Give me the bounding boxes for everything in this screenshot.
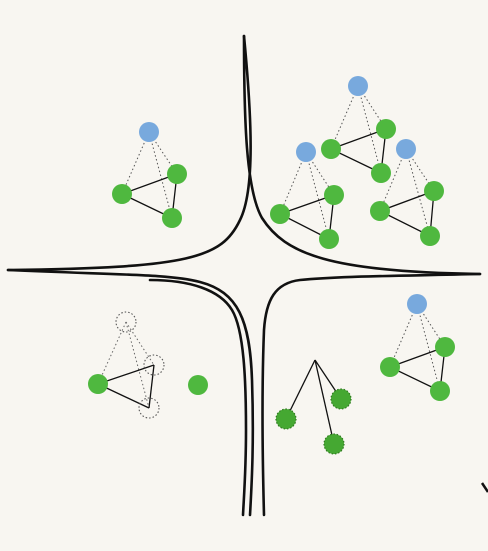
- curve-bottom-right: [261, 272, 482, 517]
- base-node: [424, 181, 444, 201]
- apex-node: [407, 294, 427, 314]
- apex-node: [139, 122, 159, 142]
- dark-node-ring: [330, 388, 352, 410]
- base-node: [112, 184, 132, 204]
- base-node: [324, 185, 344, 205]
- apex-node: [296, 142, 316, 162]
- cluster-top-right-right: [370, 139, 444, 246]
- base-node: [88, 374, 108, 394]
- curve-top-left: [6, 34, 252, 272]
- cluster-top-right-left: [270, 142, 344, 249]
- cluster-top-right-upper: [321, 76, 396, 183]
- ghost-node: [115, 311, 137, 333]
- base-node: [319, 229, 339, 249]
- base-node: [430, 381, 450, 401]
- apex-node: [396, 139, 416, 159]
- isolated-node: [188, 375, 208, 395]
- cluster-bottom-center-star: [275, 359, 352, 455]
- divider-curves: [6, 34, 482, 517]
- base-node: [370, 201, 390, 221]
- curve-bottom-left-inner: [148, 278, 248, 517]
- cluster-bottom-right: [380, 294, 455, 401]
- curve-top-right: [242, 34, 482, 276]
- dark-node: [324, 434, 344, 454]
- dark-node-ring: [275, 408, 297, 430]
- cluster-top-left: [112, 122, 187, 228]
- base-node: [270, 204, 290, 224]
- base-node: [321, 139, 341, 159]
- base-node: [435, 337, 455, 357]
- ghost-node: [138, 397, 160, 419]
- apex-node: [348, 76, 368, 96]
- base-node: [371, 163, 391, 183]
- base-node: [380, 357, 400, 377]
- dark-node: [331, 389, 351, 409]
- curve-bottom-left-outer: [6, 268, 255, 517]
- base-node: [162, 208, 182, 228]
- base-node: [167, 164, 187, 184]
- ghost-node: [143, 354, 165, 376]
- dark-node-ring: [323, 433, 345, 455]
- cluster-bottom-left-ghost: [88, 311, 165, 419]
- base-node: [420, 226, 440, 246]
- dark-node: [276, 409, 296, 429]
- partial-edge-mark: [480, 482, 488, 493]
- base-node: [376, 119, 396, 139]
